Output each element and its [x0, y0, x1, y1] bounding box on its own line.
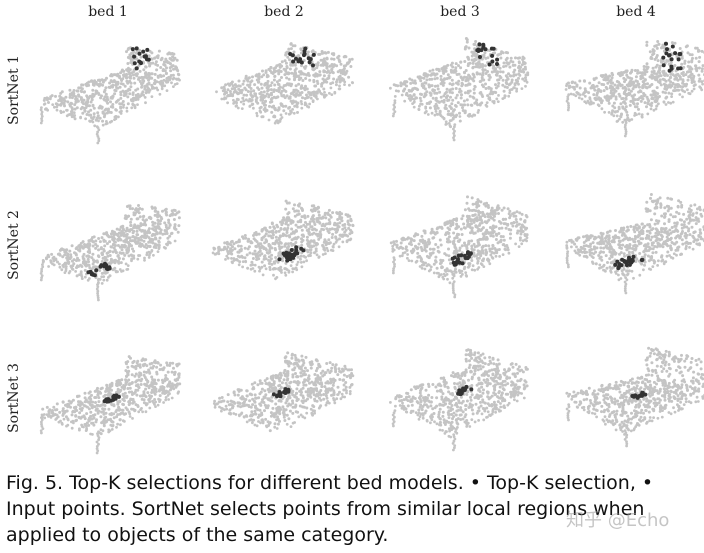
point-cloud-bed-3-sortnet-2: [380, 185, 550, 315]
figure-caption: Fig. 5. Top-K selections for different b…: [6, 472, 654, 546]
point-cloud-bed-3-sortnet-1: [380, 28, 550, 158]
column-header-bed-3: bed 3: [440, 4, 480, 20]
point-cloud-bed-2-sortnet-1: [205, 28, 375, 158]
column-header-bed-4: bed 4: [616, 4, 656, 20]
point-cloud-bed-2-sortnet-3: [205, 338, 375, 468]
column-header-bed-1: bed 1: [88, 4, 128, 20]
point-cloud-bed-1-sortnet-1: [30, 28, 200, 158]
point-cloud-bed-4-sortnet-2: [556, 185, 704, 315]
point-cloud-bed-4-sortnet-1: [556, 28, 704, 158]
watermark: 知乎 @Echo: [566, 510, 670, 531]
point-cloud-bed-1-sortnet-2: [30, 185, 200, 315]
point-cloud-bed-2-sortnet-2: [205, 185, 375, 315]
point-cloud-bed-4-sortnet-3: [556, 338, 704, 468]
column-header-bed-2: bed 2: [264, 4, 304, 20]
point-cloud-bed-1-sortnet-3: [30, 338, 200, 468]
point-cloud-bed-3-sortnet-3: [380, 338, 550, 468]
